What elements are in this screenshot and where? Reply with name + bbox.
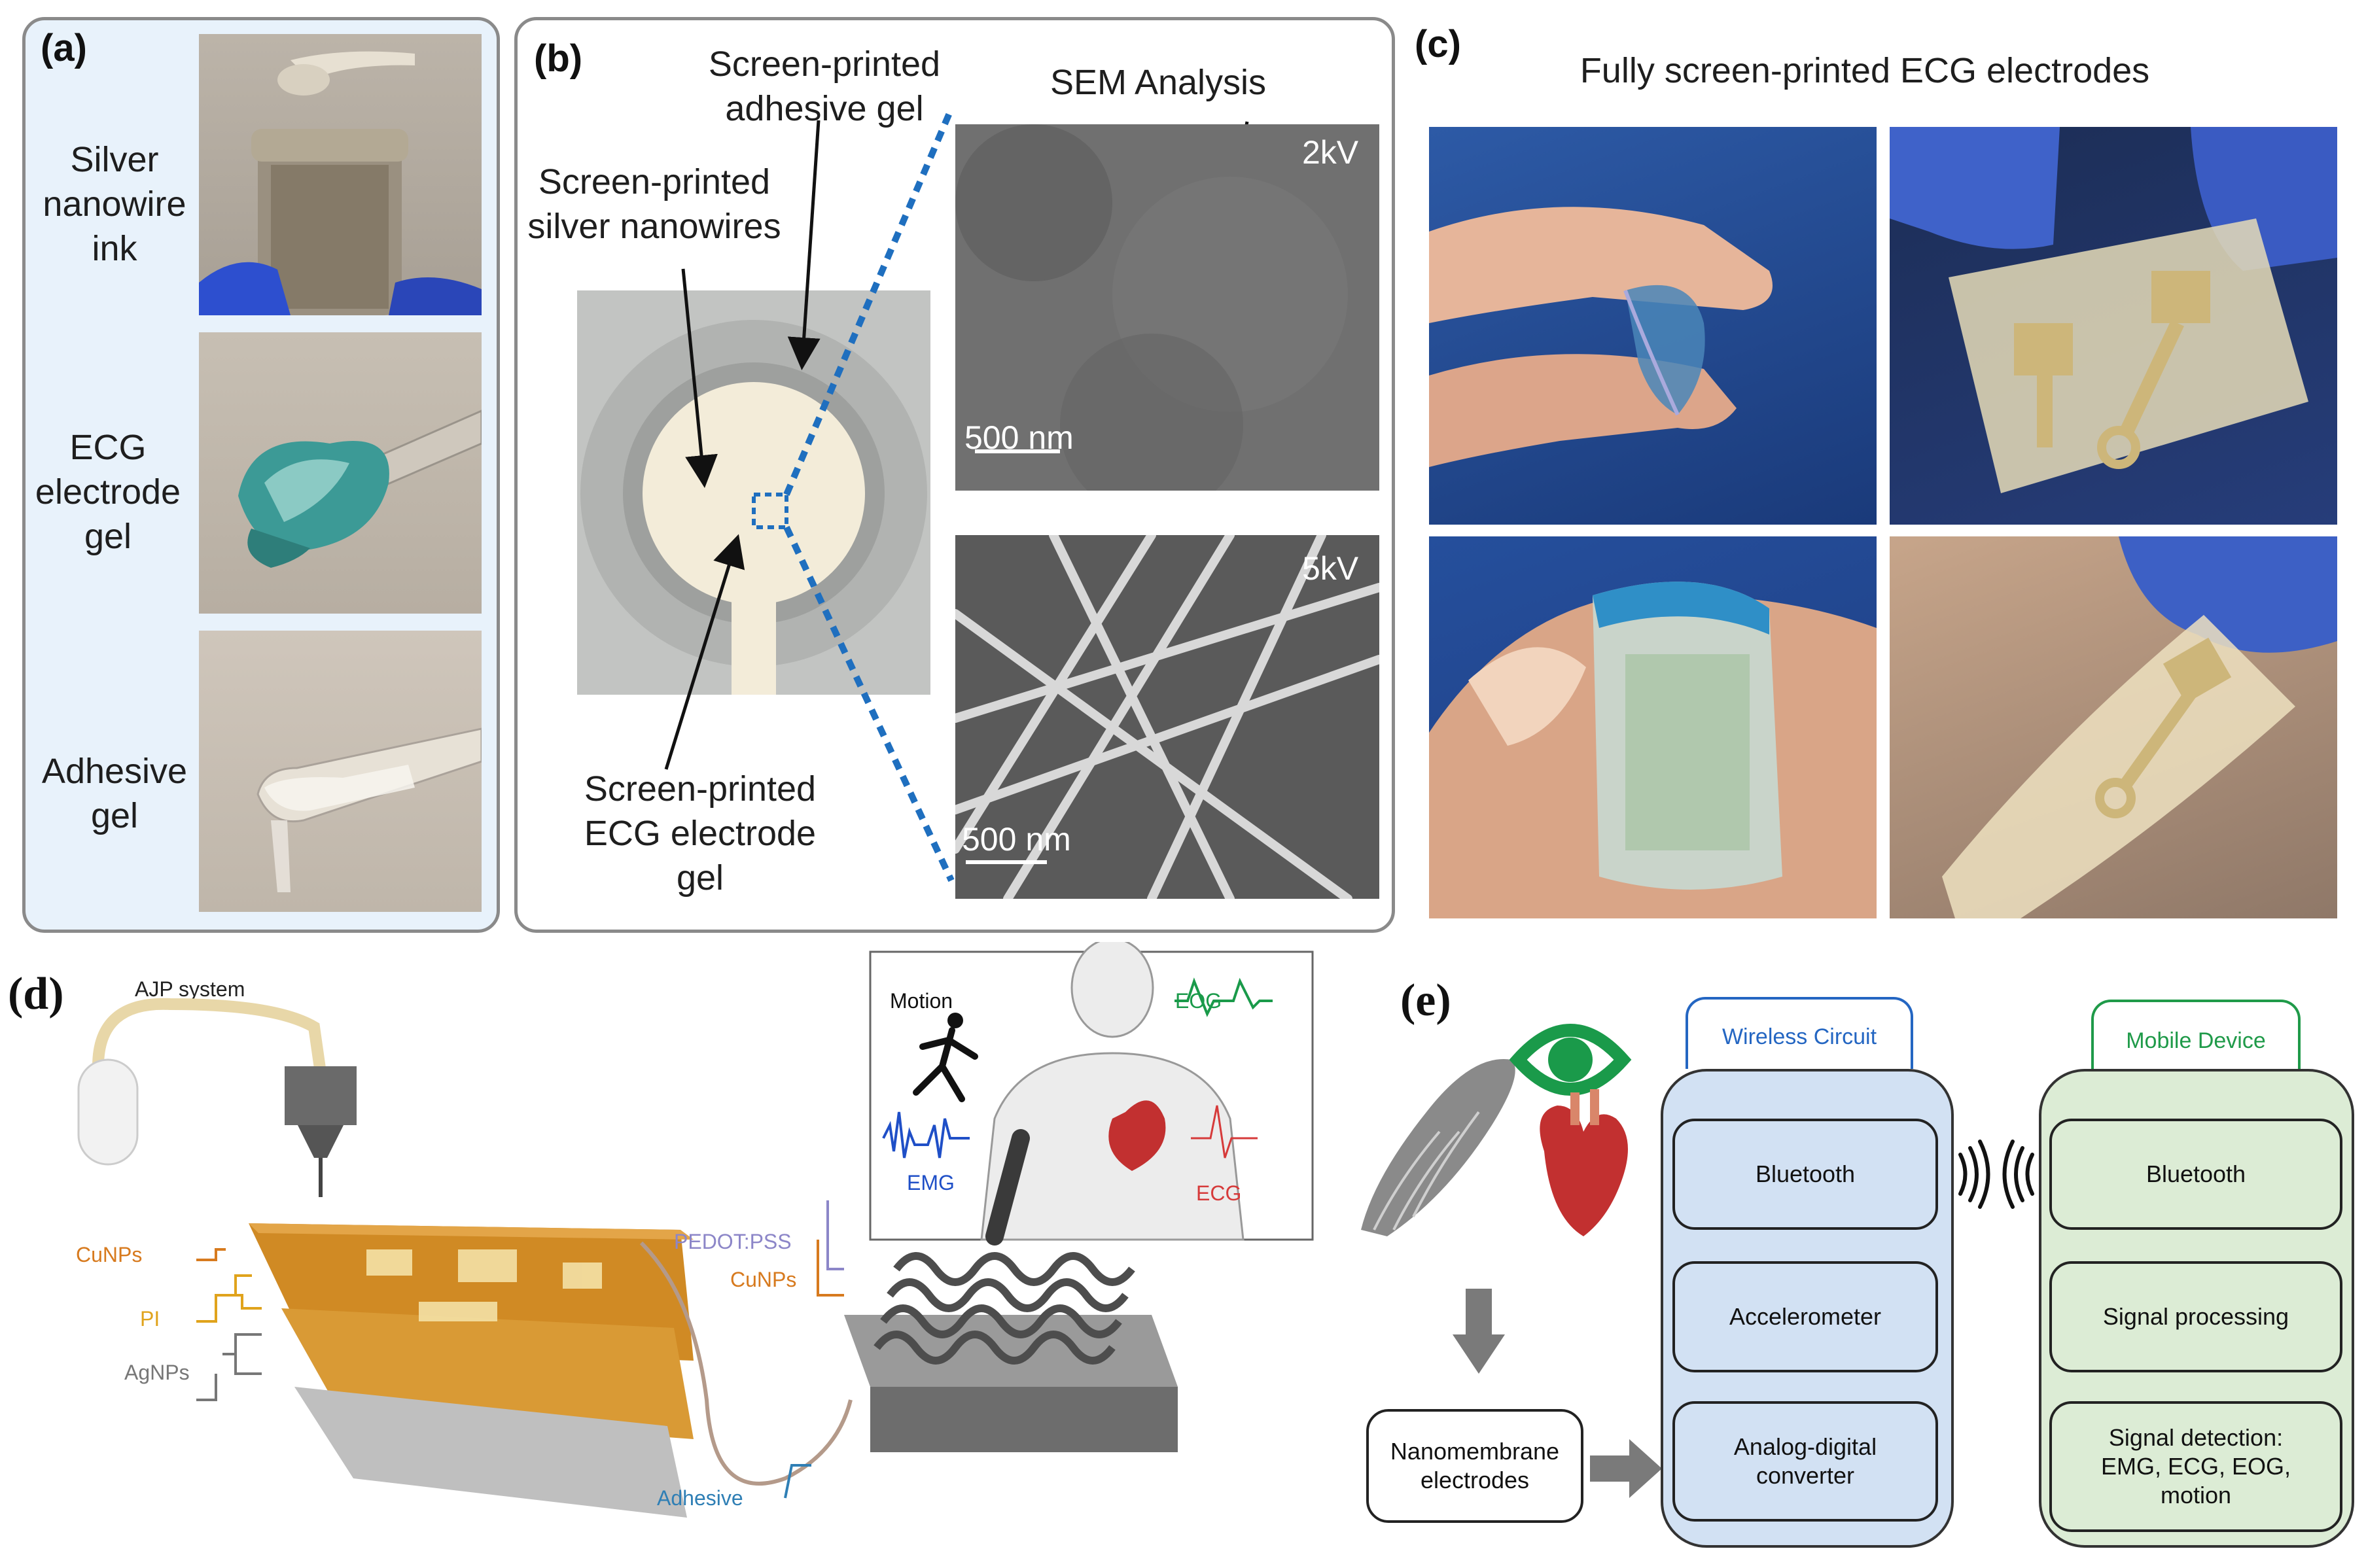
electrode-bend-photo-1 — [1429, 127, 1877, 525]
silver-ink-photo — [199, 34, 482, 315]
signal-processing-text: Signal processing — [2102, 1303, 2289, 1330]
nanomembrane-electrodes-text: Nanomembrane electrodes — [1390, 1438, 1560, 1493]
right-layer-cunps: CuNPs — [730, 1268, 797, 1291]
ajp-system-label: AJP system — [135, 977, 245, 1001]
signal-detection-text: Signal detection: EMG, ECG, EOG, motion — [2100, 1424, 2291, 1508]
sem-image-5kv — [955, 535, 1379, 899]
electrode-bend-photo-2 — [1890, 127, 2337, 525]
accelerometer-box: Accelerometer — [1672, 1261, 1938, 1372]
adhesive-gel-photo — [199, 631, 482, 912]
panel-d-label: (d) — [8, 969, 64, 1019]
body-eog-label: EOG — [1175, 989, 1222, 1013]
mobile-bluetooth-box: Bluetooth — [2049, 1119, 2342, 1230]
nanomembrane-electrodes-box: Nanomembrane electrodes — [1366, 1409, 1583, 1523]
body-ecg-label: ECG — [1196, 1181, 1242, 1205]
sem-image-2kv — [955, 124, 1379, 491]
panel-b-label: (b) — [534, 37, 583, 80]
sem-top-scale: 500 nm — [964, 419, 1074, 456]
ecg-gel-caption: Screen-printed ECG electrode gel — [584, 769, 817, 897]
sem-top-voltage: 2kV — [1302, 134, 1359, 171]
left-layer-cunps: CuNPs — [76, 1243, 143, 1266]
left-layer-pi: PI — [140, 1307, 160, 1331]
body-motion-label: Motion — [890, 989, 953, 1013]
panel-c-title: Fully screen-printed ECG electrodes — [1580, 51, 2150, 90]
panel-e-label: (e) — [1400, 975, 1451, 1026]
sem-bottom-voltage: 5kV — [1302, 550, 1359, 587]
right-layer-pedot: PEDOT:PSS — [674, 1230, 792, 1253]
panel-a-label: (a) — [41, 27, 87, 69]
wireless-circuit-title: Wireless Circuit — [1722, 1024, 1877, 1049]
left-layer-agnps: AgNPs — [124, 1361, 190, 1384]
electrodes-to-circuit-arrow — [1590, 1439, 1662, 1498]
accelerometer-text: Accelerometer — [1729, 1303, 1882, 1330]
electrode-bend-photo-4 — [1890, 536, 2337, 918]
mobile-bluetooth-text: Bluetooth — [2145, 1160, 2246, 1187]
silver-nanowire-caption: Screen-printed silver nanowires — [527, 162, 781, 246]
wireless-circuit-header: Wireless Circuit — [1686, 997, 1913, 1069]
panel-e-icons — [1361, 1024, 1632, 1374]
body-emg-label: EMG — [907, 1171, 955, 1194]
wireless-signal-icon — [1958, 1140, 2034, 1209]
ecg-gel-photo — [199, 332, 482, 614]
adhesive-gel-label: Adhesive gel — [41, 752, 188, 835]
wireless-bluetooth-box: Bluetooth — [1672, 1119, 1938, 1230]
panel-d-illustration — [77, 942, 1314, 1518]
signal-processing-box: Signal processing — [2049, 1261, 2342, 1372]
signal-detection-box: Signal detection: EMG, ECG, EOG, motion — [2049, 1401, 2342, 1532]
sem-bottom-scale: 500 nm — [962, 821, 1071, 858]
silver-ink-label: Silver nanowire ink — [43, 140, 186, 268]
sem-analysis-title: SEM Analysis — [1050, 63, 1267, 102]
adc-box: Analog-digital converter — [1672, 1401, 1938, 1522]
ecg-gel-label: ECG electrode gel — [35, 428, 181, 556]
right-layer-adhesive: Adhesive — [657, 1486, 743, 1510]
wireless-bluetooth-text: Bluetooth — [1755, 1160, 1856, 1187]
panel-c-label: (c) — [1415, 23, 1461, 65]
mobile-device-title: Mobile Device — [2126, 1028, 2266, 1053]
electrode-bend-photo-3 — [1429, 536, 1877, 918]
adc-text: Analog-digital converter — [1733, 1433, 1877, 1489]
mobile-device-header: Mobile Device — [2091, 1000, 2301, 1069]
adhesive-gel-caption: Screen-printed adhesive gel — [708, 44, 941, 128]
